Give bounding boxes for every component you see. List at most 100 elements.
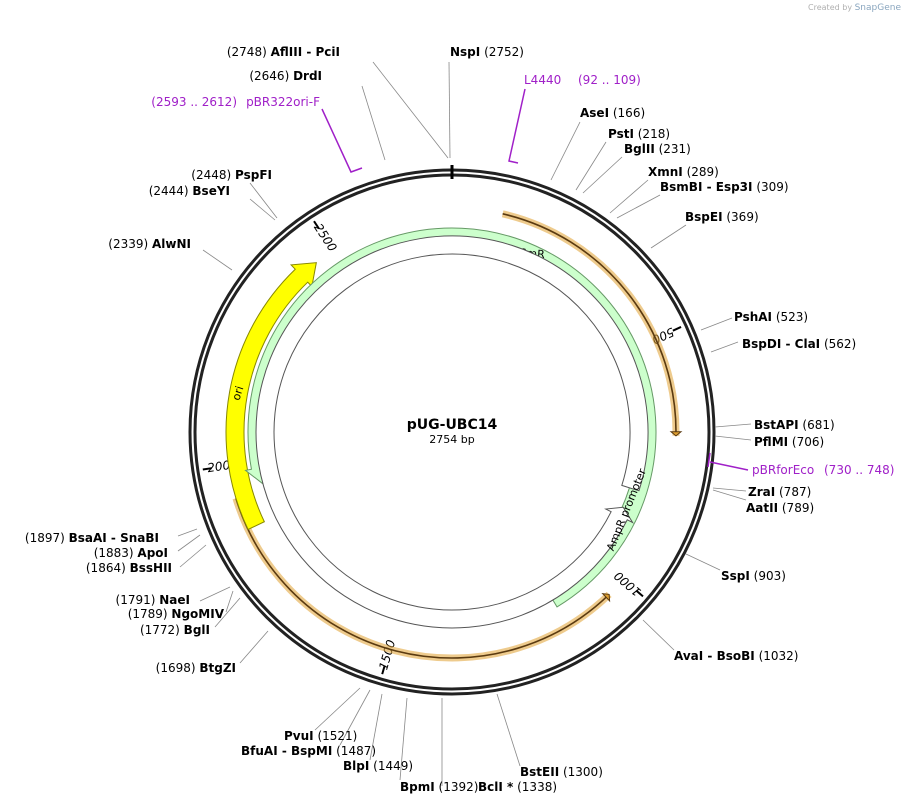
site-position: (2448): [191, 168, 235, 182]
site-name: BtgZI: [199, 661, 236, 675]
site-leader: [448, 61, 451, 159]
site-position: (789): [778, 501, 814, 515]
site-label: BfuAI - BspMI (1487): [241, 744, 376, 758]
primer-mark: [321, 108, 363, 173]
site-label: (1897) BsaAI - SnaBI: [25, 531, 159, 545]
site-leader: [550, 121, 581, 181]
site-leader: [249, 198, 276, 221]
site-position: (1897): [25, 531, 69, 545]
site-label: (1883) ApoI: [94, 546, 168, 560]
site-name: BsmBI: [660, 180, 702, 194]
orf-line: [502, 213, 677, 436]
site-extra: SnaBI: [120, 531, 159, 545]
site-label: AvaI - BsoBI (1032): [674, 649, 798, 663]
site-label: (2646) DrdI: [249, 69, 322, 83]
site-name: BstEII: [520, 765, 559, 779]
site-leader: [714, 423, 752, 428]
site-leader: [642, 619, 675, 651]
site-name: PflMI: [754, 435, 788, 449]
orf-arrowhead: [669, 431, 683, 437]
site-name: PshAI: [734, 310, 772, 324]
primer-mark: [508, 88, 526, 164]
site-leader: [314, 687, 361, 731]
site-position: (1300): [559, 765, 603, 779]
separator: -: [781, 337, 794, 351]
watermark-text: Created by: [808, 3, 853, 12]
site-name: BglII: [624, 142, 655, 156]
tick-mark: [381, 665, 386, 675]
watermark: Created by SnapGene: [808, 3, 901, 13]
site-label: XmnI (289): [648, 165, 719, 179]
site-label: SspI (903): [721, 569, 786, 583]
primer-name: L4440: [524, 73, 561, 87]
site-position: (1392): [435, 780, 479, 794]
site-name: AseI: [580, 106, 609, 120]
site-label: BclI * (1338): [478, 780, 557, 794]
site-position: (1698): [156, 661, 200, 675]
site-name: BclI *: [478, 780, 514, 794]
primer-marks: L4440 (92 .. 109) pBR322ori-F (2593 .. 2612…: [151, 73, 894, 477]
site-leader: [582, 156, 623, 194]
site-position: (1864): [86, 561, 130, 575]
site-leader: [575, 141, 607, 191]
site-name: AlwNI: [152, 237, 191, 251]
site-label: PshAI (523): [734, 310, 808, 324]
site-name: ApoI: [137, 546, 168, 560]
site-position: (289): [683, 165, 719, 179]
site-position: (1789): [128, 607, 172, 621]
site-position: (903): [750, 569, 786, 583]
site-extra: BsoBI: [717, 649, 755, 663]
site-name: ZraI: [748, 485, 775, 499]
site-label: (1864) BssHII: [86, 561, 172, 575]
site-name: BlpI: [343, 759, 369, 773]
site-position: (1521): [314, 729, 358, 743]
site-position: (681): [799, 418, 835, 432]
site-leader: [225, 590, 234, 613]
site-leader: [202, 249, 233, 271]
site-leader: [179, 544, 207, 568]
tick-label: 1000: [611, 568, 644, 599]
site-position: (2646): [249, 69, 293, 83]
site-name: BfuAI: [241, 744, 278, 758]
site-leader: [214, 597, 241, 628]
site-extra: PciI: [316, 45, 341, 59]
site-position: (2752): [480, 45, 524, 59]
site-name: BspEI: [685, 210, 723, 224]
site-extra: Esp3I: [716, 180, 753, 194]
site-position: (1487): [332, 744, 376, 758]
site-label: ZraI (787): [748, 485, 811, 499]
site-name: BglI: [184, 623, 210, 637]
site-position: (706): [788, 435, 824, 449]
primer-range: (2593 .. 2612): [151, 95, 237, 109]
site-name: NspI: [450, 45, 480, 59]
site-label: (2748) AflIII - PciI: [227, 45, 340, 59]
primer-range: (92 .. 109): [578, 73, 641, 87]
site-name: BssHII: [130, 561, 172, 575]
site-leader: [685, 553, 721, 571]
site-position: (787): [775, 485, 811, 499]
site-label: (1698) BtgZI: [156, 661, 236, 675]
separator: -: [302, 45, 315, 59]
site-position: (562): [820, 337, 856, 351]
plasmid-length: 2754 bp: [429, 433, 474, 446]
tick-mark: [672, 326, 682, 332]
site-position: (231): [655, 142, 691, 156]
site-position: (309): [753, 180, 789, 194]
site-label: AatII (789): [746, 501, 814, 515]
site-label: (1772) BglI: [140, 623, 210, 637]
site-leader: [714, 435, 752, 441]
primer-range: (730 .. 748): [824, 463, 894, 477]
site-name: NgoMIV: [171, 607, 224, 621]
site-label: NspI (2752): [450, 45, 524, 59]
site-leader: [372, 61, 449, 159]
site-name: PstI: [608, 127, 634, 141]
site-label: (2444) BseYI: [149, 184, 230, 198]
site-label: PvuI (1521): [284, 729, 357, 743]
site-position: (1772): [140, 623, 184, 637]
site-labels: (2748) AflIII - PciI NspI (2752) (2646) Dr…: [25, 45, 856, 794]
site-name: BsaAI: [69, 531, 107, 545]
primer-name: pBR322ori-F: [246, 95, 320, 109]
site-label: BlpI (1449): [343, 759, 413, 773]
site-name: BspDI: [742, 337, 781, 351]
